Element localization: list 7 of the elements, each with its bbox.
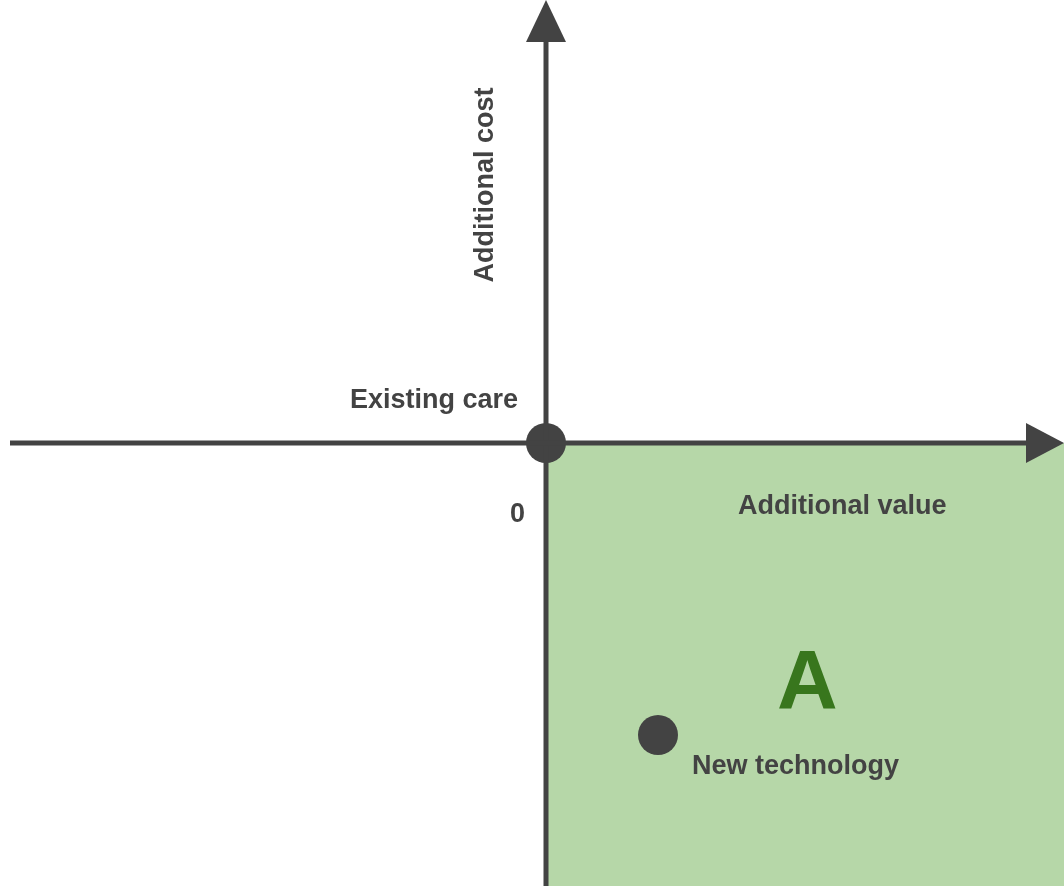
point-label: New technology xyxy=(692,749,900,782)
quadrant-region xyxy=(546,443,1064,886)
quadrant-letter: A xyxy=(777,638,838,722)
origin-label: 0 xyxy=(510,497,526,530)
point-label: Existing care xyxy=(349,383,518,416)
axis-label: Additional value xyxy=(738,489,947,522)
axis-label: Additional cost xyxy=(468,87,501,283)
